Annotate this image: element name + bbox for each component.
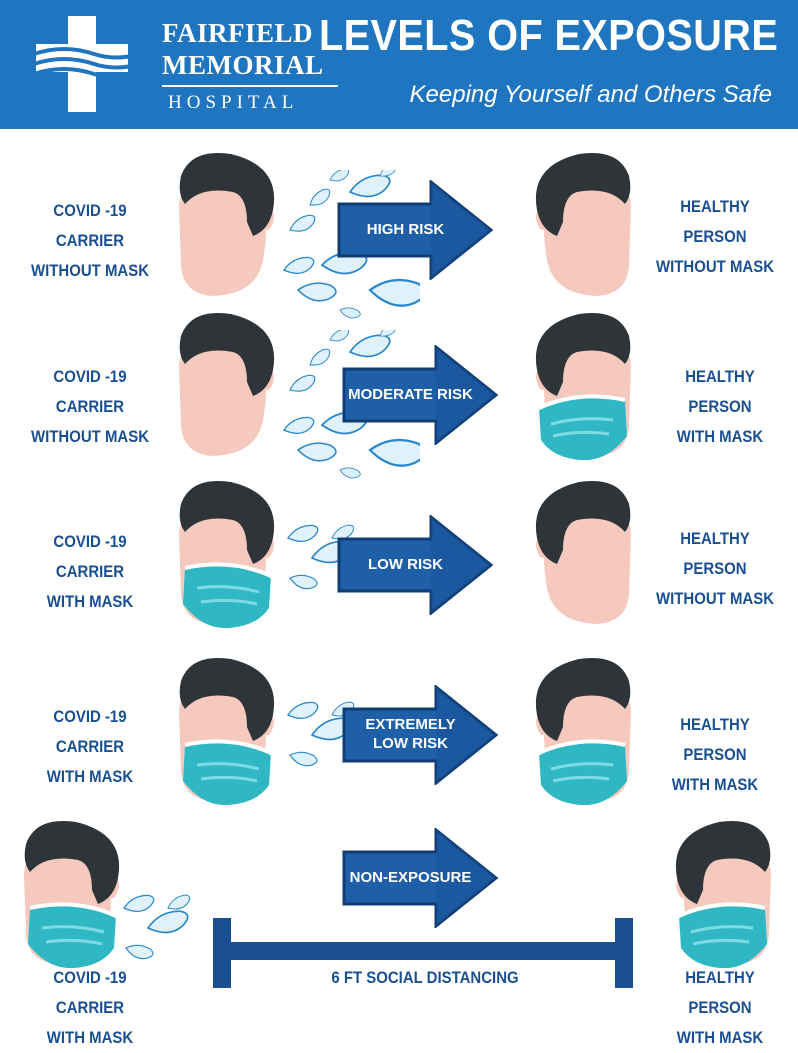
carrier-label-line: COVID -19 CARRIER — [53, 707, 127, 756]
carrier-label-line: COVID -19 CARRIER — [53, 201, 127, 250]
logo-text-line3: HOSPITAL — [168, 92, 299, 113]
risk-arrow: HIGH RISK — [335, 178, 495, 282]
risk-level-line: EXTREMELY — [365, 716, 456, 733]
healthy-person-label-line: HEALTHY PERSON — [680, 715, 750, 764]
healthy-person-label: HEALTHY PERSON WITH MASK — [654, 963, 786, 1053]
risk-level-label: LOW RISK — [343, 555, 468, 574]
cross-icon — [33, 16, 145, 112]
carrier-label-line: WITHOUT MASK — [30, 261, 150, 280]
masked-face-icon — [179, 657, 282, 806]
risk-level-label: MODERATE RISK — [348, 385, 473, 404]
logo-text-line1: FAIRFIELD — [162, 18, 314, 48]
carrier-label: COVID -19 CARRIER WITH MASK — [24, 527, 156, 617]
risk-level-label: HIGH RISK — [343, 220, 468, 239]
healthy-person-label-line: WITH MASK — [676, 427, 764, 446]
risk-level-label: EXTREMELY LOW RISK — [348, 715, 473, 753]
risk-arrow: LOW RISK — [335, 513, 495, 617]
masked-face-icon — [24, 820, 127, 969]
masked-face-icon — [528, 312, 631, 461]
distancing-label: 6 FT SOCIAL DISTANCING — [331, 968, 519, 987]
carrier-label-line: WITHOUT MASK — [30, 427, 150, 446]
carrier-face — [175, 310, 285, 465]
healthy-person-label-line: HEALTHY PERSON — [685, 968, 755, 1017]
droplets-icon — [123, 894, 191, 960]
risk-arrow: NON-EXPOSURE — [340, 826, 500, 930]
carrier-label-line: WITH MASK — [46, 767, 134, 786]
page-subtitle: Keeping Yourself and Others Safe — [409, 81, 772, 108]
healthy-person-label-line: WITHOUT MASK — [655, 257, 775, 276]
healthy-person-label-line: WITHOUT MASK — [655, 589, 775, 608]
risk-level-line: MODERATE RISK — [348, 386, 473, 403]
risk-arrow: EXTREMELY LOW RISK — [340, 683, 500, 787]
carrier-face — [175, 150, 285, 305]
face-icon — [179, 312, 275, 456]
carrier-label-line: WITH MASK — [46, 592, 134, 611]
healthy-face — [525, 655, 635, 810]
distance-bar — [213, 918, 633, 988]
page-title: LEVELS OF EXPOSURE — [318, 11, 778, 60]
hospital-logo: FAIRFIELD MEMORIAL HOSPITAL — [30, 14, 338, 119]
healthy-face — [665, 818, 775, 973]
healthy-person-label: HEALTHY PERSON WITH MASK — [654, 362, 786, 452]
healthy-person-label-line: HEALTHY PERSON — [685, 367, 755, 416]
risk-level-line: NON-EXPOSURE — [349, 869, 472, 886]
risk-level-line: LOW RISK — [368, 556, 443, 573]
risk-arrow: MODERATE RISK — [340, 343, 500, 447]
healthy-person-label-line: HEALTHY PERSON — [680, 529, 750, 578]
carrier-label: COVID -19 CARRIER WITHOUT MASK — [24, 362, 156, 452]
carrier-face — [20, 818, 130, 973]
healthy-person-label-line: WITH MASK — [671, 775, 759, 794]
masked-face-icon — [528, 657, 631, 806]
droplets — [280, 162, 427, 335]
masked-face-icon — [668, 820, 771, 969]
droplets — [118, 868, 258, 1033]
risk-level-label: NON-EXPOSURE — [348, 868, 473, 887]
healthy-face — [525, 310, 635, 465]
header-banner: FAIRFIELD MEMORIAL HOSPITAL LEVELS OF EX… — [0, 0, 798, 129]
carrier-face — [175, 655, 285, 810]
face-icon — [179, 152, 275, 296]
carrier-label-line: COVID -19 CARRIER — [53, 532, 127, 581]
droplets — [280, 322, 427, 495]
carrier-label-line: COVID -19 CARRIER — [53, 968, 127, 1017]
face-icon — [535, 480, 631, 624]
masked-face-icon — [179, 480, 282, 629]
healthy-person-label: HEALTHY PERSON WITHOUT MASK — [649, 524, 781, 614]
healthy-face — [525, 150, 635, 305]
carrier-label: COVID -19 CARRIER WITH MASK — [24, 702, 156, 792]
healthy-person-label: HEALTHY PERSON WITHOUT MASK — [649, 192, 781, 282]
logo-divider — [162, 85, 338, 87]
droplets-icon — [283, 322, 427, 479]
logo-text-line2: MEMORIAL — [162, 50, 324, 80]
healthy-person-label-line: HEALTHY PERSON — [680, 197, 750, 246]
risk-level-line: LOW RISK — [373, 735, 448, 752]
droplets-icon — [283, 162, 427, 319]
risk-level-line: HIGH RISK — [366, 221, 445, 238]
carrier-label-line: COVID -19 CARRIER — [53, 367, 127, 416]
healthy-person-label-line: WITH MASK — [676, 1028, 764, 1047]
healthy-person-label: HEALTHY PERSON WITH MASK — [649, 710, 781, 800]
healthy-face — [525, 478, 635, 633]
carrier-face — [175, 478, 285, 633]
face-icon — [535, 152, 631, 296]
carrier-label: COVID -19 CARRIER WITHOUT MASK — [24, 196, 156, 286]
